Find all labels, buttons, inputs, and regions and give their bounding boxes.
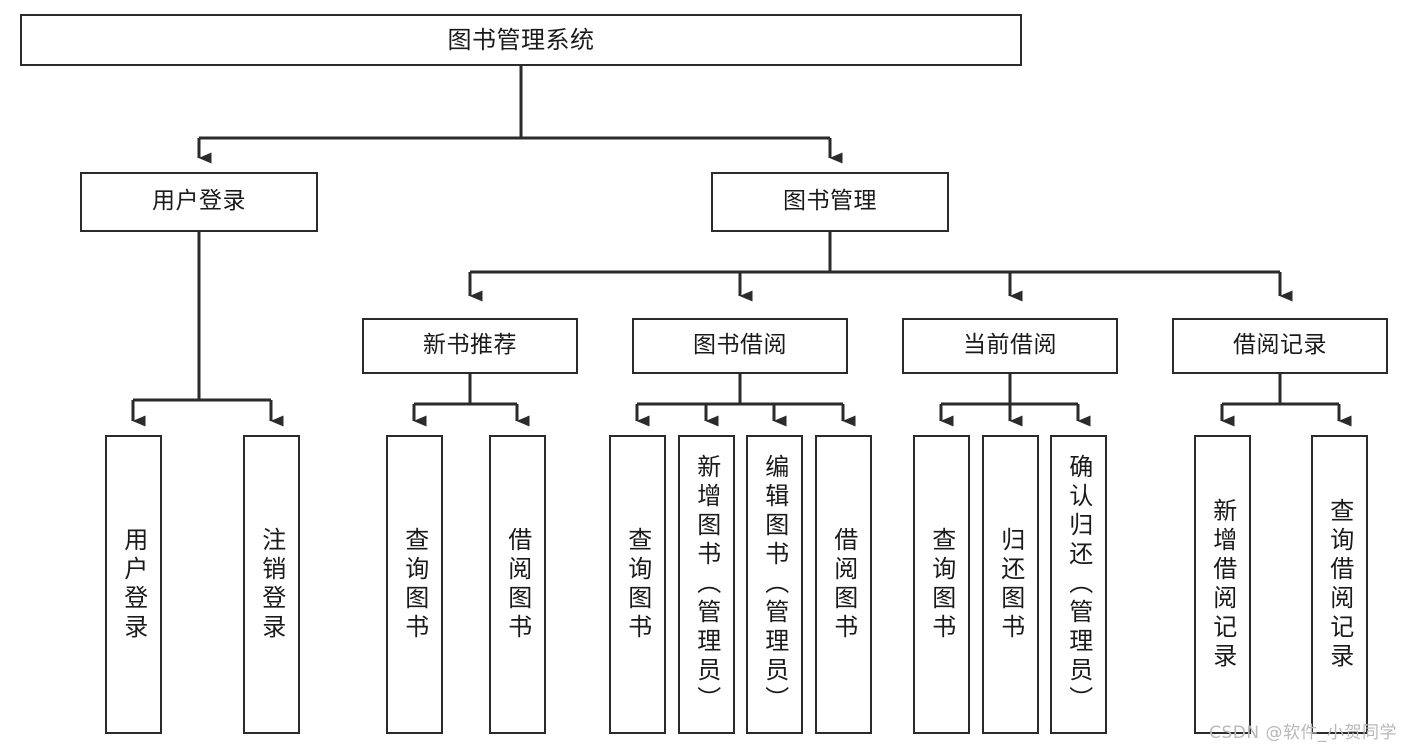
leaf-current-confirm-return-admin[interactable]: 确认归还（管理员） [1050,435,1107,734]
node-label: 查询图书 [400,526,429,643]
node-label: 注销登录 [257,526,286,643]
csdn-watermark: CSDN @软件_小贺同学 [1209,723,1397,743]
leaf-borrow-add-book-admin[interactable]: 新增图书（管理员） [678,435,735,734]
node-current-borrow[interactable]: 当前借阅 [902,318,1118,374]
node-new-book-recommendation[interactable]: 新书推荐 [362,318,578,374]
node-label: 用户登录 [119,526,148,643]
leaf-current-return-book[interactable]: 归还图书 [982,435,1039,734]
node-label: 确认归还（管理员） [1064,454,1093,715]
node-label: 查询图书 [927,526,956,643]
leaf-recommend-borrow-book[interactable]: 借阅图书 [489,435,546,734]
node-label: 借阅图书 [829,526,858,643]
node-root-book-management-system[interactable]: 图书管理系统 [20,14,1022,66]
node-label: 图书管理系统 [447,25,595,54]
leaf-record-add-borrow-record[interactable]: 新增借阅记录 [1194,435,1251,734]
leaf-current-query-book[interactable]: 查询图书 [913,435,970,734]
node-label: 编辑图书（管理员） [760,454,789,715]
leaf-user-logout[interactable]: 注销登录 [243,435,300,734]
leaf-borrow-edit-book-admin[interactable]: 编辑图书（管理员） [746,435,803,734]
leaf-user-login[interactable]: 用户登录 [105,435,162,734]
node-book-borrow[interactable]: 图书借阅 [632,318,848,374]
node-label: 归还图书 [996,526,1025,643]
node-book-management[interactable]: 图书管理 [711,172,949,232]
node-user-login[interactable]: 用户登录 [80,172,318,232]
leaf-borrow-borrow-book[interactable]: 借阅图书 [815,435,872,734]
node-label: 当前借阅 [963,332,1057,359]
node-label: 用户登录 [152,188,246,215]
node-label: 借阅记录 [1233,332,1327,359]
leaf-recommend-query-book[interactable]: 查询图书 [386,435,443,734]
node-label: 图书管理 [783,188,877,215]
node-label: 查询图书 [623,526,652,643]
node-label: 图书借阅 [693,332,787,359]
leaf-borrow-query-book[interactable]: 查询图书 [609,435,666,734]
node-label: 借阅图书 [503,526,532,643]
node-label: 查询借阅记录 [1325,497,1354,672]
node-label: 新增图书（管理员） [692,454,721,715]
node-borrow-record[interactable]: 借阅记录 [1172,318,1388,374]
leaf-record-query-borrow-record[interactable]: 查询借阅记录 [1311,435,1368,734]
node-label: 新书推荐 [423,332,517,359]
node-label: 新增借阅记录 [1208,497,1237,672]
